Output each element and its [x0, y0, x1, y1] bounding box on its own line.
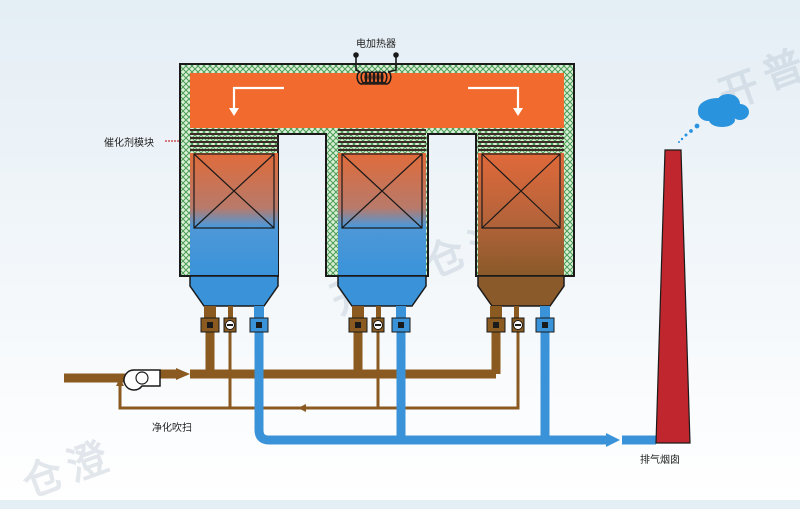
chimney: [655, 149, 691, 444]
combustion-chamber: [190, 73, 564, 128]
inlet-arrow-head: [176, 368, 190, 380]
regenerator-chamber-3: [477, 153, 565, 307]
chimney-label: 排气烟囱: [640, 455, 680, 466]
purge-arrow: [298, 404, 306, 412]
flow-arrow-left: [229, 86, 284, 116]
heater-label: 电加热器: [356, 39, 396, 50]
valve-blue-3: [535, 317, 555, 333]
chamber-stubs: [204, 306, 550, 320]
valve-purge-2: [371, 317, 385, 333]
catalyst-module-label: 催化剂模块: [104, 138, 154, 149]
regenerator-chamber-1: [189, 153, 279, 307]
valve-purge-3: [511, 317, 525, 333]
outlet-arrow-head: [606, 433, 620, 447]
regenerator-chamber-2: [337, 153, 427, 307]
leader-line: [165, 140, 179, 142]
purge-arrow-up: [116, 378, 124, 386]
valve-blue-2: [391, 317, 411, 333]
heater-coil: [353, 52, 399, 85]
purge-label: 净化吹扫: [152, 423, 192, 434]
valve-blue-1: [249, 317, 269, 333]
valve-brown-3: [486, 317, 506, 333]
flow-arrow-right: [468, 86, 523, 116]
valve-brown-1: [200, 317, 220, 333]
catalyst-layers: [190, 129, 564, 151]
inlet-gas-pipe: [64, 330, 501, 383]
outlet-gas-pipe: [254, 330, 656, 445]
valve-brown-2: [348, 317, 368, 333]
valve-purge-1: [223, 317, 237, 333]
fan-icon: [123, 369, 161, 391]
smoke-cloud: [678, 94, 749, 143]
purge-pipe: [118, 330, 520, 410]
